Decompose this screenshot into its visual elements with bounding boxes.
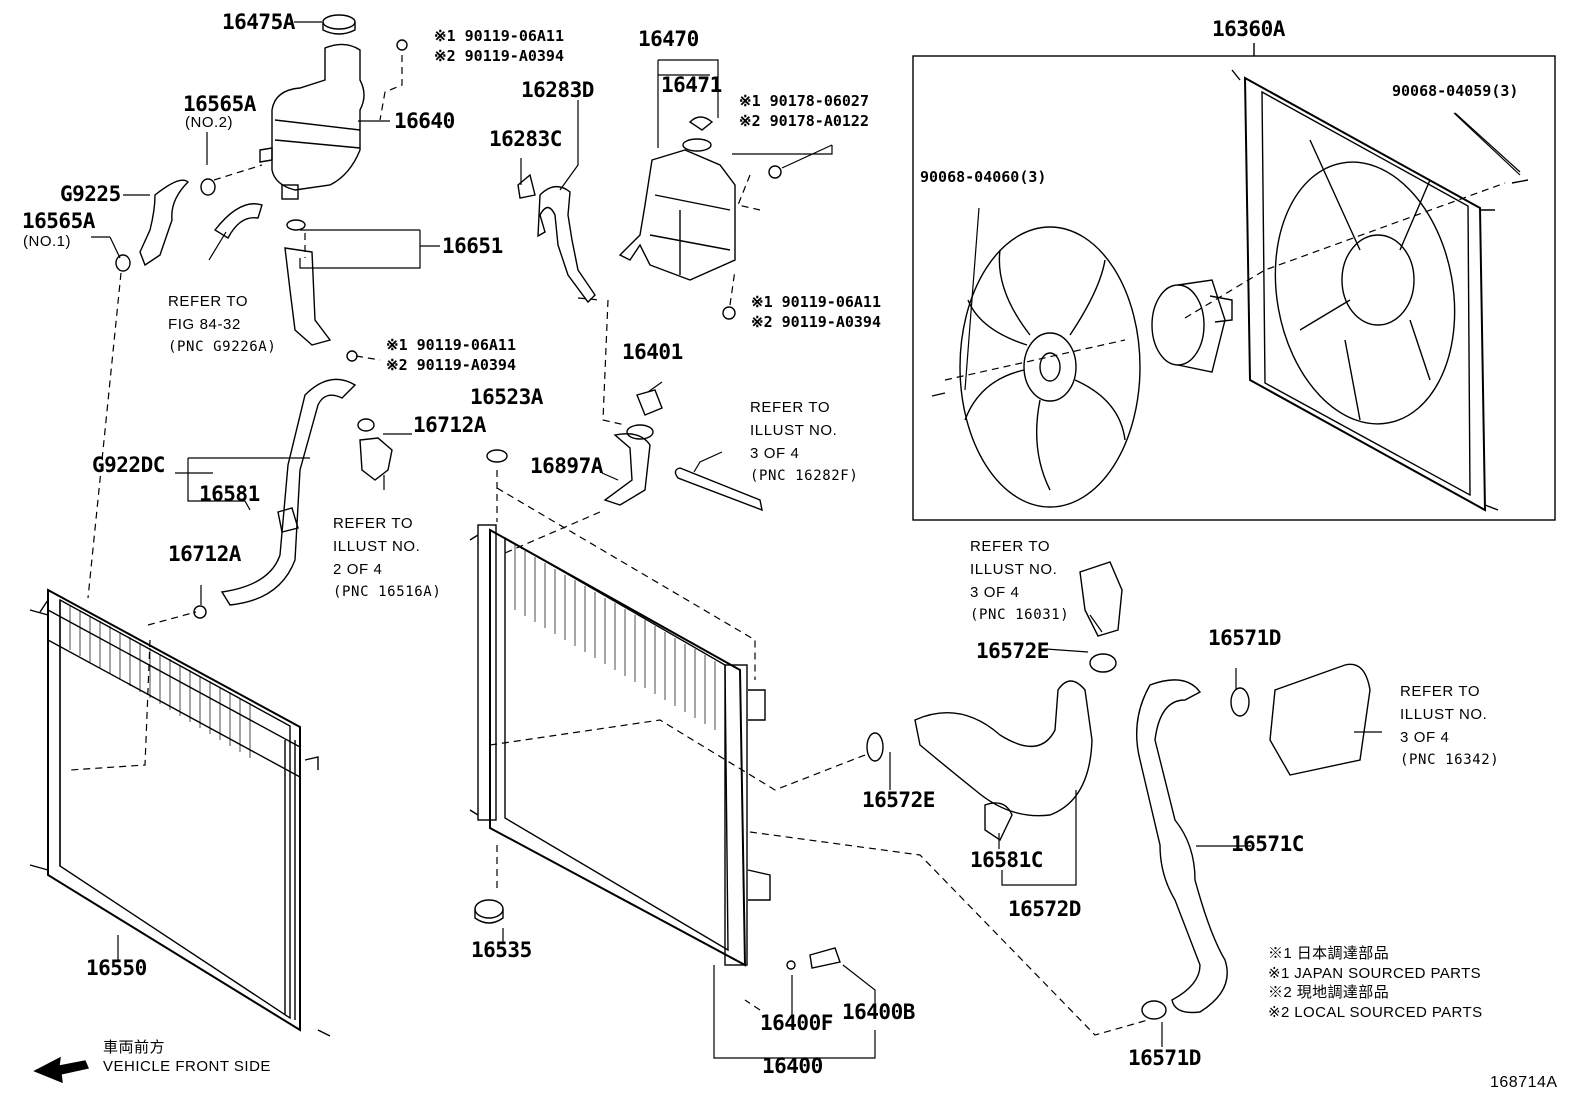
part-16571d-low-label: 16571D [1128,1046,1201,1070]
part-16712a-top-label: 16712A [413,413,486,437]
part-16523a-label: 16523A [470,385,543,409]
bolt-1-line1: ※1 90119-06A11 [434,27,564,45]
fan-shroud-illustration [1231,69,1499,512]
part-16651-label: 16651 [442,234,503,258]
part-g922dc-label: G922DC [92,453,165,477]
bolt-2-line2: ※2 90178-A0122 [739,112,869,130]
part-16897a-label: 16897A [530,454,603,478]
radiator-illustration [469,524,771,967]
part-16283c-label: 16283C [489,127,562,151]
part-16400b-label: 16400B [842,1000,915,1024]
refer-note-16342: REFER TO ILLUST NO. 3 OF 4 (PNC 16342) [1400,683,1500,768]
part-16550-label: 16550 [86,956,147,980]
bolt-4-line1: ※1 90119-06A11 [386,336,516,354]
part-g9225-label: G9225 [60,182,121,206]
fan-bolt-a-label: 90068-04059(3) [1392,82,1519,100]
part-16565a-no2-label: 16565A [183,92,256,116]
part-16360a-label: 16360A [1212,17,1285,41]
part-16401-label: 16401 [622,340,683,364]
diagram-id: 168714A [1490,1074,1558,1091]
refer-note-fig84: REFER TO FIG 84-32 (PNC G9226A) [168,293,277,355]
part-16571c-label: 16571C [1231,832,1304,856]
part-16565a-no2-note: (NO.2) [185,114,233,131]
fan-assembly-box [912,55,1556,521]
part-16581c-label: 16581C [970,848,1043,872]
clip-16581 [277,507,299,533]
refer-note-16031: REFER TO ILLUST NO. 3 OF 4 (PNC 16031) [970,538,1070,623]
front-side-en-label: VEHICLE FRONT SIDE [103,1058,271,1075]
hose-g9225 [139,179,190,267]
fan-bolt-b-label: 90068-04060(3) [920,168,1047,186]
bolt-3-line1: ※1 90119-06A11 [751,293,881,311]
bracket-illustration [284,247,332,346]
hose-16571c [1135,679,1228,1014]
part-16535-label: 16535 [471,938,532,962]
bolt-1-line2: ※2 90119-A0394 [434,47,564,65]
part-16470-label: 16470 [638,27,699,51]
condenser-illustration [29,588,331,1037]
part-16471-label: 16471 [661,73,722,97]
water-outlet [1079,561,1123,637]
reservoir-tank-2-illustration [618,116,736,281]
part-16712a-low-label: 16712A [168,542,241,566]
bolt-4-line2: ※2 90119-A0394 [386,356,516,374]
refer-note-16516a: REFER TO ILLUST NO. 2 OF 4 (PNC 16516A) [333,515,442,600]
joint-16712a [359,437,393,481]
part-16400-label: 16400 [762,1054,823,1078]
refer-note-16282f: REFER TO ILLUST NO. 3 OF 4 (PNC 16282F) [750,399,859,484]
pipe-16897a [603,433,651,506]
reservoir-tank-illustration [259,14,365,200]
fan-blade-illustration [959,226,1141,508]
fan-motor-illustration [1151,279,1233,373]
part-16572d-label: 16572D [1008,897,1081,921]
bolt-2-line1: ※1 90178-06027 [739,92,869,110]
cap-16401 [636,389,663,416]
bolt-3-line2: ※2 90119-A0394 [751,313,881,331]
part-16571d-top-label: 16571D [1208,626,1281,650]
part-16565a-no1-note: (NO.1) [23,233,71,250]
part-16400f-label: 16400F [760,1011,833,1035]
part-16572e-low-label: 16572E [862,788,935,812]
hose-16282f [674,467,763,512]
sourcing-legend: ※1 日本調達部品 ※1 JAPAN SOURCED PARTS ※2 現地調達… [1268,945,1483,1021]
part-16581-label: 16581 [199,482,260,506]
part-16572e-top-label: 16572E [976,639,1049,663]
hose-16283c [537,186,596,304]
thermostat-housing [1269,663,1371,776]
part-16565a-no1-label: 16565A [22,209,95,233]
front-side-jp-label: 車両前方 [103,1039,166,1056]
hose-to-g9226a [213,203,263,239]
part-16475a-label: 16475A [222,10,295,34]
hose-g922dc [220,378,357,606]
part-16640-label: 16640 [394,109,455,133]
hose-16572d [914,680,1093,817]
part-16283d-label: 16283D [521,78,594,102]
front-arrow-icon [33,1056,89,1084]
